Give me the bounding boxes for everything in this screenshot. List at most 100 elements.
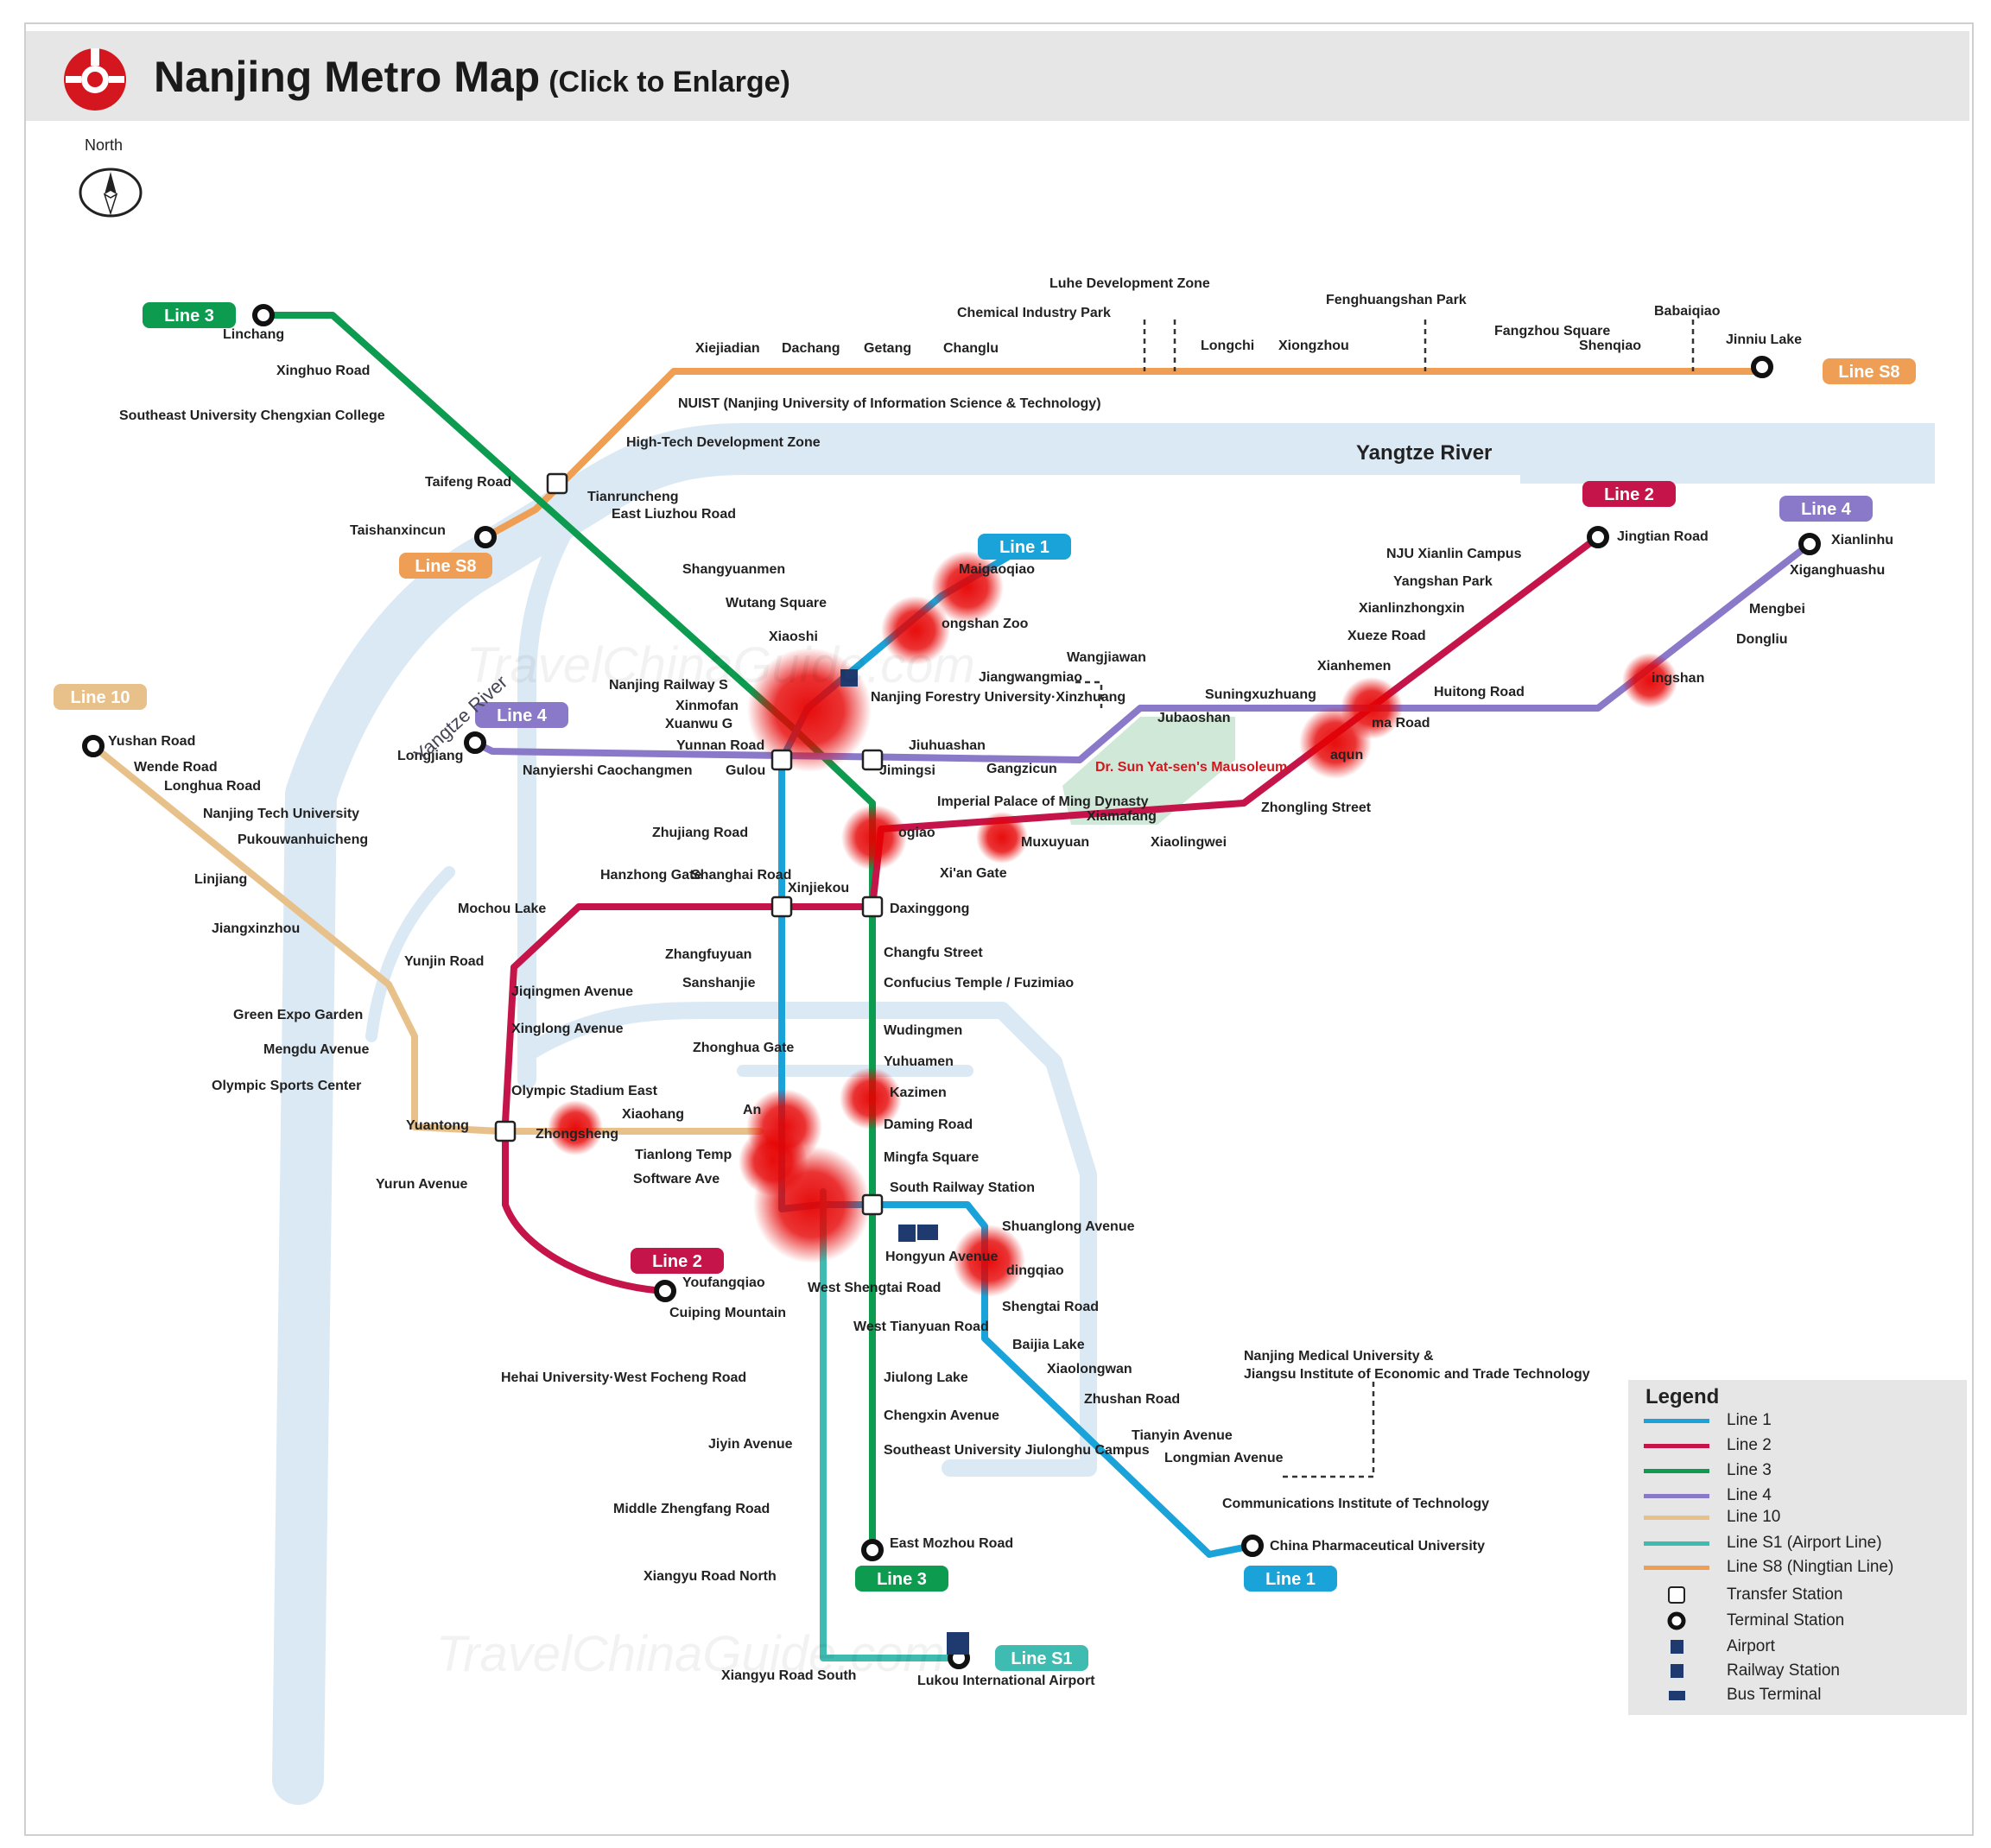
station-label-hongshanzoo[interactable]: ongshan Zoo [942,617,1029,631]
station-label-software[interactable]: Software Ave [633,1172,720,1187]
station-label-wutang[interactable]: Wutang Square [726,596,827,611]
station-label-fenghuang[interactable]: Fenghuangshan Park [1326,293,1467,307]
station-label-njmu2[interactable]: Jiangsu Institute of Economic and Trade … [1244,1367,1590,1382]
station-label-wudingmen[interactable]: Wudingmen [884,1023,962,1038]
station-label-tianyin[interactable]: Tianyin Avenue [1132,1428,1233,1443]
station-label-jinniu[interactable]: Jinniu Lake [1726,332,1802,347]
station-label-daming[interactable]: Daming Road [884,1117,973,1132]
station-label-yunjin[interactable]: Yunjin Road [404,954,484,969]
click-to-enlarge-text[interactable]: (Click to Enlarge) [548,66,790,98]
station-label-fangzhou[interactable]: Fangzhou Square [1494,324,1610,339]
station-label-tianrun[interactable]: Tianruncheng [587,490,679,504]
station-label-linjiang[interactable]: Linjiang [194,872,247,887]
station-label-zhushan[interactable]: Zhushan Road [1084,1392,1180,1407]
station-label-pukou[interactable]: Pukouwanhuicheng [238,832,368,847]
station-label-yurun[interactable]: Yurun Avenue [376,1177,467,1192]
station-label-xueze[interactable]: Xueze Road [1347,629,1426,643]
transfer-station-node[interactable] [770,749,793,771]
station-label-xiaolingwei[interactable]: Xiaolingwei [1151,835,1227,850]
transfer-station-node[interactable] [494,1120,517,1142]
terminal-station-node[interactable] [654,1280,676,1302]
station-label-daxinggong[interactable]: Daxinggong [890,902,969,916]
station-label-hanzhong[interactable]: Hanzhong Gate [600,868,701,883]
station-label-zhengfang[interactable]: Middle Zhengfang Road [613,1502,770,1516]
station-label-jiqingmen[interactable]: Jiqingmen Avenue [511,984,633,999]
station-label-wende[interactable]: Wende Road [134,760,218,775]
station-label-zhujiang[interactable]: Zhujiang Road [652,826,748,840]
station-label-shengtai[interactable]: Shengtai Road [1002,1300,1099,1314]
station-label-zhangfuyuan[interactable]: Zhangfuyuan [665,947,751,962]
station-label-gulou[interactable]: Gulou [726,763,765,778]
station-label-olympic-center[interactable]: Olympic Sports Center [212,1079,361,1093]
badge-line2-bottom[interactable]: Line 2 [631,1248,724,1274]
station-label-njmu[interactable]: Nanjing Medical University & [1244,1349,1434,1364]
station-label-xian-gate[interactable]: Xi'an Gate [940,866,1007,881]
station-label-taishanxincun[interactable]: Taishanxincun [350,523,446,538]
station-label-jimingsi[interactable]: Jimingsi [879,763,935,778]
station-label-jiuhuashan[interactable]: Jiuhuashan [909,738,986,753]
station-label-chengxin[interactable]: Chengxin Avenue [884,1408,999,1423]
station-label-west-tianyuan[interactable]: West Tianyuan Road [853,1320,989,1334]
station-label-longhua[interactable]: Longhua Road [164,779,261,794]
station-label-longchi[interactable]: Longchi [1201,339,1254,353]
station-label-xianlinhu[interactable]: Xianlinzhongxin [1359,601,1465,616]
station-label-shangyuanmen[interactable]: Shangyuanmen [682,562,785,577]
station-label-mingfa[interactable]: Mingfa Square [884,1150,979,1165]
badge-line4-left[interactable]: Line 4 [475,702,568,728]
badge-line1-bottom[interactable]: Line 1 [1244,1566,1337,1592]
transfer-station-node[interactable] [546,472,568,495]
station-label-changfu[interactable]: Changfu Street [884,946,983,960]
transfer-station-node[interactable] [861,1193,884,1216]
station-label-babaiqiao[interactable]: Babaiqiao [1654,304,1721,319]
badge-line4-right[interactable]: Line 4 [1779,496,1873,522]
station-label-dongliu[interactable]: Dongliu [1736,632,1788,647]
station-label-suningxuzhuang[interactable]: Suningxuzhuang [1205,687,1316,702]
station-label-forestry[interactable]: Nanjing Forestry University·Xinzhuang [871,690,1125,705]
station-label-xiamafang[interactable]: Xiamafang [1087,809,1157,824]
station-label-yunnan[interactable]: Yunnan Road [676,738,764,753]
badge-lines8-left[interactable]: Line S8 [399,553,492,579]
terminal-station-node[interactable] [82,735,105,757]
terminal-station-node[interactable] [1241,1535,1264,1557]
station-label-cuiping[interactable]: Cuiping Mountain [669,1306,786,1320]
station-label-getang[interactable]: Getang [864,341,911,356]
terminal-station-node[interactable] [252,304,275,326]
station-label-jinma[interactable]: ma Road [1372,716,1430,731]
terminal-station-node[interactable] [861,1539,884,1561]
badge-lines1[interactable]: Line S1 [995,1645,1088,1671]
station-label-comm-inst[interactable]: Communications Institute of Technology [1222,1497,1489,1511]
badge-lines8-right[interactable]: Line S8 [1823,358,1916,384]
station-label-huitong[interactable]: Huitong Road [1434,685,1525,699]
station-label-yushan[interactable]: Yushan Road [108,734,195,749]
badge-line2-top[interactable]: Line 2 [1582,481,1676,507]
station-label-southrail[interactable]: South Railway Station [890,1180,1035,1195]
station-label-xianlinhu4[interactable]: Xianlinhu [1831,533,1893,547]
station-label-shuanglong[interactable]: Shuanglong Avenue [1002,1219,1135,1234]
station-label-confucius[interactable]: Confucius Temple / Fuzimiao [884,976,1074,990]
station-label-longjiang[interactable]: Longjiang [397,749,463,763]
station-label-olympic-east[interactable]: Olympic Stadium East [511,1084,658,1098]
station-label-zhonghuang[interactable]: Zhongsheng [536,1127,618,1142]
station-label-greenexpo[interactable]: Green Expo Garden [233,1008,363,1022]
station-label-maigaoqiao[interactable]: Maigaoqiao [959,562,1035,577]
station-label-shenqiao[interactable]: Shenqiao [1579,339,1641,353]
terminal-station-node[interactable] [1751,356,1773,378]
station-label-seu-jiulong[interactable]: Southeast University Jiulonghu Campus [884,1443,1150,1458]
station-label-taifeng[interactable]: Taifeng Road [425,475,511,490]
station-label-mengdu[interactable]: Mengdu Avenue [263,1042,369,1057]
terminal-station-node[interactable] [464,731,486,754]
station-label-hedingqiao[interactable]: dingqiao [1006,1263,1064,1278]
station-label-xinghuo[interactable]: Xinghuo Road [276,364,370,378]
badge-line3-bottom[interactable]: Line 3 [855,1566,948,1592]
station-label-linchang[interactable]: Linchang [223,327,284,342]
station-label-jingtian[interactable]: Jingtian Road [1617,529,1709,544]
station-label-maqun[interactable]: aqun [1330,748,1363,763]
station-label-lukou[interactable]: Lukou International Airport [917,1674,1095,1688]
station-label-gangzicun[interactable]: Gangzicun [986,762,1057,776]
station-label-zhonghua[interactable]: Zhonghua Gate [693,1041,794,1055]
station-label-xinmofan[interactable]: Xinmofan [675,699,739,713]
station-label-seu-chengxian[interactable]: Southeast University Chengxian College [119,408,385,423]
station-label-chemical[interactable]: Chemical Industry Park [957,306,1111,320]
badge-line1-top[interactable]: Line 1 [978,534,1071,560]
